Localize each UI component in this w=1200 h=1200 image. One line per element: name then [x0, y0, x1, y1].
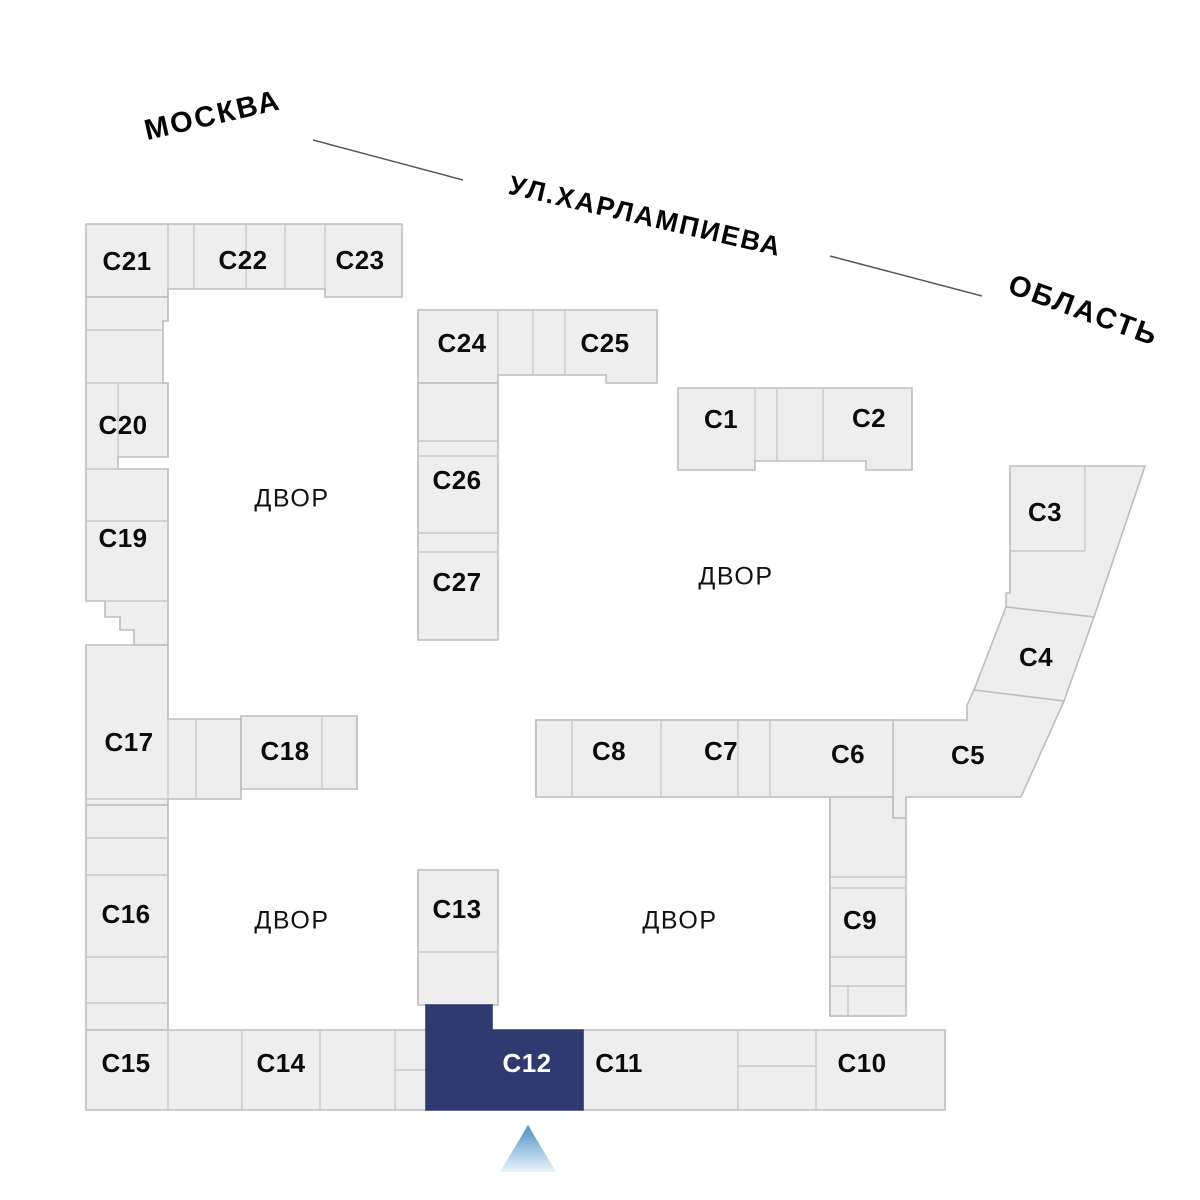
location-marker[interactable]	[500, 1125, 556, 1172]
building-left-spine-lower[interactable]	[85, 644, 242, 806]
yard-labels: ДВОР ДВОР ДВОР ДВОР	[254, 485, 773, 935]
c6-descender-dividers	[830, 876, 906, 1016]
block-c1-c2	[677, 387, 913, 471]
leader-line-moscow-street	[312, 139, 464, 181]
band-dividers	[571, 720, 894, 797]
unit-label-C8: C8	[592, 736, 626, 766]
building-c1-c2-bar[interactable]	[677, 387, 913, 471]
unit-label-C1: C1	[704, 404, 738, 434]
unit-label-C2: C2	[852, 403, 886, 433]
unit-label-C21: C21	[103, 246, 152, 276]
unit-label-C24: C24	[438, 328, 487, 358]
building-c13-column[interactable]	[417, 869, 499, 1006]
unit-label-C14: C14	[257, 1048, 306, 1078]
top-bar-dividers	[167, 224, 326, 289]
unit-label-C11: C11	[595, 1048, 642, 1078]
building-c3-body[interactable]	[1005, 465, 1147, 618]
yard-label-southeast: ДВОР	[642, 907, 717, 935]
location-marker-triangle-icon[interactable]	[500, 1125, 556, 1172]
unit-label-C13: C13	[433, 894, 482, 924]
leader-line-street-region	[829, 255, 983, 297]
unit-label-C20: C20	[99, 410, 148, 440]
unit-label-C5: C5	[951, 740, 985, 770]
unit-label-C18: C18	[261, 736, 310, 766]
left-spine-lower-dividers	[86, 719, 197, 800]
building-c6-descender[interactable]	[829, 796, 907, 1017]
block-east-wing	[892, 465, 1147, 819]
unit-label-C23: C23	[336, 245, 385, 275]
unit-label-C4: C4	[1019, 642, 1053, 672]
road-label-moscow: МОСКВА	[141, 84, 284, 146]
bottom-left-dividers	[167, 1030, 430, 1110]
block-bottom-band	[85, 1004, 946, 1111]
unit-label-C9: C9	[843, 905, 877, 935]
unit-label-C25: C25	[581, 328, 630, 358]
road-label-region: ОБЛАСТЬ	[1004, 269, 1163, 353]
block-northwest	[85, 223, 403, 806]
road-label-street: УЛ.ХАРЛАМПИЕВА	[506, 170, 785, 262]
yard-label-southwest: ДВОР	[254, 907, 329, 935]
unit-label-C3: C3	[1028, 497, 1062, 527]
leader-lines	[312, 139, 983, 297]
unit-label-C7: C7	[704, 736, 738, 766]
bottom-right-dividers	[737, 1030, 817, 1110]
unit-label-C27: C27	[433, 567, 482, 597]
unit-labels: C21 C22 C23 C24 C25 C26 C27 C1 C2 C3 C4 …	[99, 245, 1062, 1078]
c24-c25-dividers	[497, 310, 566, 375]
unit-label-C19: C19	[99, 523, 148, 553]
unit-label-C22: C22	[219, 245, 268, 275]
building-c12-selected[interactable]	[425, 1004, 584, 1111]
unit-label-C10: C10	[838, 1048, 887, 1078]
unit-label-C17: C17	[105, 727, 154, 757]
unit-label-C6: C6	[831, 739, 865, 769]
building-left-spine-upper[interactable]	[85, 296, 169, 646]
unit-label-C12: C12	[503, 1048, 552, 1078]
building-c26-c27-column[interactable]	[417, 382, 499, 641]
unit-label-C26: C26	[433, 465, 482, 495]
block-c13	[417, 869, 499, 1006]
block-middle-band	[535, 719, 907, 1017]
building-c18-bar[interactable]	[240, 715, 358, 790]
unit-label-C15: C15	[102, 1048, 151, 1078]
left-spine-south-dividers	[86, 837, 168, 1004]
left-spine-upper-dividers	[86, 329, 168, 602]
yard-label-northeast: ДВОР	[698, 563, 773, 591]
c3-dividers	[1010, 466, 1086, 552]
c26-c27-dividers	[418, 440, 498, 553]
c1-c2-dividers	[754, 388, 824, 461]
unit-label-C16: C16	[102, 899, 151, 929]
yard-label-northwest: ДВОР	[254, 485, 329, 513]
block-central-wing	[417, 309, 658, 641]
